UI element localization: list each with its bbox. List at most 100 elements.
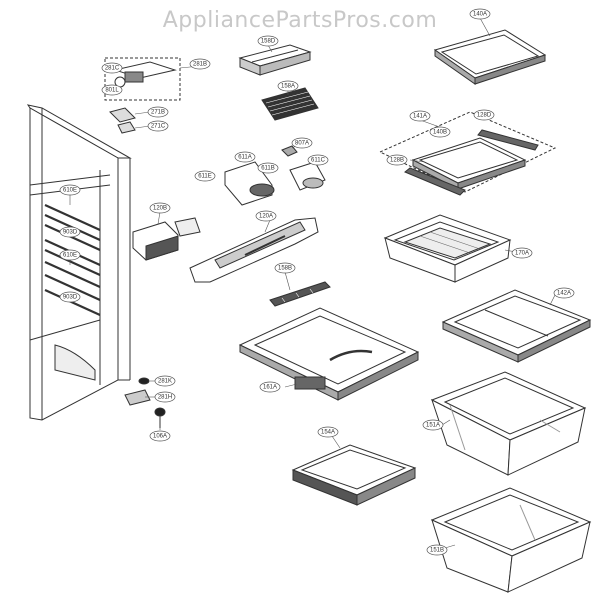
callout-oval	[511, 247, 533, 259]
callout-oval	[473, 109, 495, 121]
callout-text: 611B	[261, 165, 275, 171]
callout-text: 611A	[238, 154, 252, 160]
callout-142a: 142A	[553, 287, 575, 299]
tray-154a	[291, 444, 417, 506]
shelf-assembly-141a	[378, 111, 557, 196]
callout-text: 903D	[63, 229, 78, 235]
callout-text: 128B	[390, 157, 404, 163]
callout-oval	[291, 137, 313, 149]
part-158d	[238, 44, 312, 76]
callout-807a: 807A	[291, 137, 313, 149]
callout-610e: 610E	[59, 184, 81, 196]
callout-text: 170A	[515, 250, 529, 256]
callout-oval	[149, 430, 171, 442]
callout-text: 154A	[321, 429, 335, 435]
callout-oval	[257, 35, 279, 47]
callout-oval	[59, 291, 81, 303]
callout-120b: 120B	[149, 202, 171, 214]
callout-oval	[101, 84, 123, 96]
bin-151a	[430, 371, 587, 476]
part-120a	[189, 217, 319, 283]
callout-text: 807A	[295, 140, 309, 146]
callout-611b: 611B	[257, 162, 279, 174]
callout-oval	[189, 58, 211, 70]
callout-oval	[234, 151, 256, 163]
lamp-assembly	[104, 57, 181, 134]
callout-oval	[422, 419, 444, 431]
callout-801l: 801L	[101, 84, 123, 96]
callout-oval	[317, 426, 339, 438]
callout-text: 142A	[557, 290, 571, 296]
callout-oval	[59, 249, 81, 261]
callout-text: 106A	[153, 433, 167, 439]
callout-text: 610E	[63, 252, 77, 258]
bin-151b	[430, 487, 592, 593]
callout-oval	[255, 210, 277, 222]
drawer-142a	[441, 289, 592, 363]
callout-oval	[149, 202, 171, 214]
callout-140b: 140B	[429, 126, 451, 138]
callout-161a: 161A	[259, 381, 281, 393]
callout-903d: 903D	[59, 226, 81, 238]
callout-text: 801L	[105, 87, 119, 93]
callout-text: 120B	[153, 205, 167, 211]
callout-281b: 281B	[189, 58, 211, 70]
callout-158d: 158D	[257, 35, 279, 47]
callout-text: 151B	[430, 547, 444, 553]
callout-281k: 281K	[154, 375, 176, 387]
callout-106a: 106A	[149, 430, 171, 442]
callout-oval	[277, 80, 299, 92]
callout-oval	[259, 381, 281, 393]
callout-text: 120A	[259, 213, 273, 219]
callout-281c: 281C	[101, 62, 123, 74]
callout-oval	[386, 154, 408, 166]
callout-120a: 120A	[255, 210, 277, 222]
callout-oval	[426, 544, 448, 556]
callout-oval	[59, 226, 81, 238]
callout-oval	[257, 162, 279, 174]
callout-text: 271C	[151, 123, 166, 129]
crisper-170a	[383, 214, 512, 283]
callout-271b: 271B	[147, 106, 169, 118]
callout-text: 158A	[281, 83, 295, 89]
callout-text: 271B	[151, 109, 165, 115]
callout-text: 128D	[477, 112, 492, 118]
callout-text: 281K	[158, 378, 172, 384]
part-158a	[261, 87, 319, 121]
callout-oval	[147, 106, 169, 118]
callout-text: 141A	[413, 113, 427, 119]
callout-oval	[409, 110, 431, 122]
callout-oval	[147, 120, 169, 132]
callout-158b: 158B	[274, 262, 296, 274]
callout-text: 161A	[263, 384, 277, 390]
callout-text: 158D	[261, 38, 276, 44]
callout-text: 903D	[63, 294, 78, 300]
callout-labels: 140A 281B 281C 801L 271B 271C 158D 158A 807A 611A…	[59, 8, 575, 556]
callout-text: 281H	[158, 394, 172, 400]
callout-151a: 151A	[422, 419, 444, 431]
callout-158a: 158A	[277, 80, 299, 92]
callout-oval	[469, 8, 491, 20]
callout-text: 610E	[63, 187, 77, 193]
callout-oval	[154, 375, 176, 387]
callout-oval	[429, 126, 451, 138]
callout-903d: 903D	[59, 291, 81, 303]
hinge-hardware	[124, 377, 166, 428]
shelf-161a	[238, 307, 420, 401]
callout-128d: 128D	[473, 109, 495, 121]
callout-128b: 128B	[386, 154, 408, 166]
callout-oval	[101, 62, 123, 74]
callout-611e: 611E	[194, 170, 216, 182]
callout-140a: 140A	[469, 8, 491, 20]
callout-text: 158B	[278, 265, 292, 271]
callout-271c: 271C	[147, 120, 169, 132]
callout-oval	[553, 287, 575, 299]
fridge-cabinet	[26, 104, 132, 421]
callout-154a: 154A	[317, 426, 339, 438]
callout-170a: 170A	[511, 247, 533, 259]
callout-text: 281C	[105, 65, 120, 71]
part-120b	[132, 217, 201, 261]
callout-text: 281B	[193, 61, 207, 67]
callout-oval	[59, 184, 81, 196]
